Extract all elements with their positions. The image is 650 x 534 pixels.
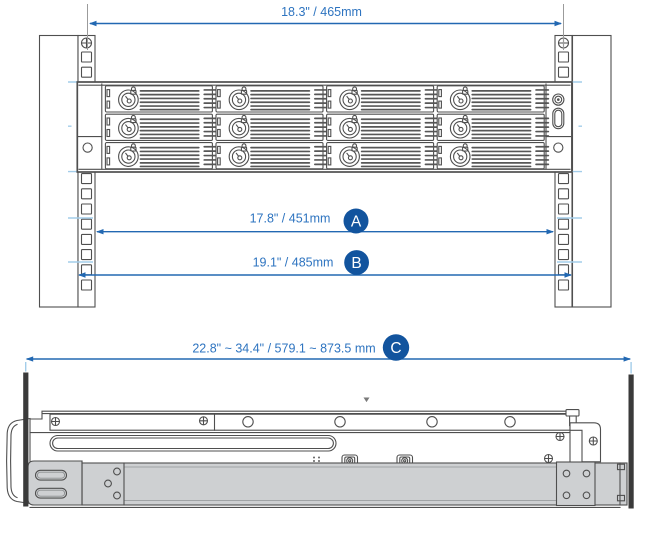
dim-b-label: 19.1" / 485mm [253,255,334,269]
ear-hole-icon [82,142,93,153]
drive-tray [326,113,440,141]
dimension-a: 17.8" / 451mm A [96,208,554,235]
chassis-top-edge [29,410,571,420]
screw-icon [50,416,61,427]
dimension-top-width: 18.3" / 465mm [87,4,564,50]
drive-tray [104,85,218,113]
drive-tray [215,142,329,170]
screw-icon [198,416,209,426]
rail-hole-icon [113,467,121,476]
front-view: 18.3" / 465mm 17.8" / 451mm A 19.1" / 48… [38,4,612,308]
rack-unit-ticks [68,81,582,263]
side-view: 22.8" ~ 34.4" / 579.1 ~ 873.5 mm C [6,334,634,509]
arrow-left-icon [25,356,34,362]
badge-b [344,250,369,275]
dim-c-label: 22.8" ~ 34.4" / 579.1 ~ 873.5 mm [192,342,375,356]
rail-hole-icon [113,491,121,500]
inner-slide-rail [49,409,580,431]
dimension-b: 19.1" / 485mm B [78,250,572,278]
screw-icon [543,453,554,464]
status-led-slot-icon [552,107,565,130]
badge-c [382,334,410,361]
rail-slot-icon [34,469,68,481]
rail-slot-icon [34,487,68,499]
arrow-right-icon [554,20,562,27]
drive-tray [104,113,218,141]
rail-hole-icon [242,416,254,428]
screw-icon [555,431,565,442]
rear-mount-plate [555,461,596,507]
nas-chassis-front [76,81,573,173]
rail-hole-icon [104,479,112,488]
control-panel [545,83,572,170]
arrow-left-icon [96,229,104,235]
badge-a [343,208,369,234]
mount-hole-icon [562,491,571,500]
badge-c-letter: C [390,340,401,357]
drive-tray [326,85,440,113]
mount-hole-icon [582,469,591,478]
arrow-left-icon [78,272,86,278]
dim-a-label: 17.8" / 451mm [250,212,331,226]
drive-tray [215,85,329,113]
arrow-right-icon [546,229,554,235]
outer-rail-gray [27,460,628,507]
rack-post-rear [628,374,634,509]
power-button-icon [552,93,565,106]
badge-a-letter: A [351,214,362,231]
ear-hole-icon [553,142,564,153]
drive-bays [104,85,550,170]
rear-bracket [543,422,602,464]
badge-b-letter: B [351,255,361,272]
rail-hole-icon [504,416,516,428]
drive-tray [215,113,329,141]
mount-hole-icon [582,491,591,500]
dimension-c: 22.8" ~ 34.4" / 579.1 ~ 873.5 mm C [25,334,632,374]
arrow-right-icon [623,356,632,362]
chassis-slot [49,434,337,452]
datum-mark-icon [363,397,370,403]
left-mounting-ear [77,83,103,170]
mount-screw-icon [80,37,93,49]
arrow-right-icon [564,272,572,278]
dim-top-label: 18.3" / 465mm [281,5,362,19]
drive-tray [436,113,550,141]
mount-hole-icon [562,469,571,478]
drive-tray [436,142,550,170]
drive-tray [326,142,440,170]
drive-tray [104,142,218,170]
screw-icon [588,436,598,446]
rack-post-front [23,372,29,507]
drive-tray [436,85,550,113]
rail-hole-icon [334,416,346,428]
rail-assembly-side [6,397,628,508]
arrow-left-icon [89,20,97,27]
rail-hole-icon [426,416,438,428]
rail-bolt-icon [565,409,580,417]
